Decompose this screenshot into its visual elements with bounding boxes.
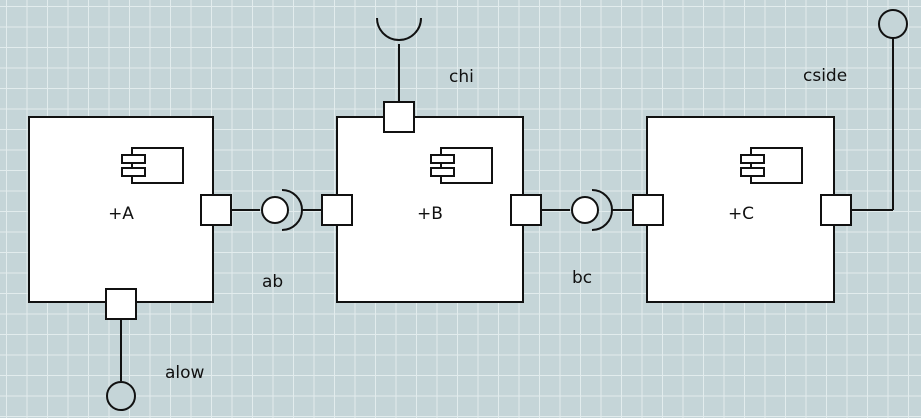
lollipop-ball-icon [878, 9, 908, 39]
uml-component-icon [740, 147, 803, 184]
lollipop-ball-icon [106, 381, 136, 411]
port-c-left[interactable] [632, 194, 664, 226]
connector-bc-label: bc [572, 268, 592, 288]
socket-icon [376, 17, 422, 41]
connector-bc[interactable] [541, 189, 633, 231]
port-b-right[interactable] [510, 194, 542, 226]
socket-icon [281, 189, 303, 231]
socket-icon [591, 189, 613, 231]
connector-ab-label: ab [262, 272, 283, 292]
connector-alow-label: alow [165, 363, 205, 383]
connector-alow[interactable] [106, 320, 136, 411]
connector-cside-label: cside [803, 66, 847, 86]
connector-ab[interactable] [231, 189, 322, 231]
component-c[interactable] [632, 116, 852, 303]
component-a[interactable] [28, 116, 232, 320]
connector-cside[interactable] [851, 9, 908, 211]
lollipop-ball-icon [571, 196, 599, 224]
port-a-right[interactable] [200, 194, 232, 226]
component-c-label: +C [728, 204, 754, 224]
connector-chi[interactable] [376, 17, 422, 101]
port-c-right[interactable] [820, 194, 852, 226]
component-b-label: +B [417, 204, 443, 224]
port-a-bottom[interactable] [105, 288, 137, 320]
component-b[interactable] [321, 101, 542, 303]
component-a-label: +A [108, 204, 134, 224]
port-b-left[interactable] [321, 194, 353, 226]
lollipop-ball-icon [261, 196, 289, 224]
connector-chi-label: chi [449, 67, 474, 87]
uml-component-icon [121, 147, 184, 184]
port-b-top[interactable] [383, 101, 415, 133]
uml-component-icon [430, 147, 493, 184]
